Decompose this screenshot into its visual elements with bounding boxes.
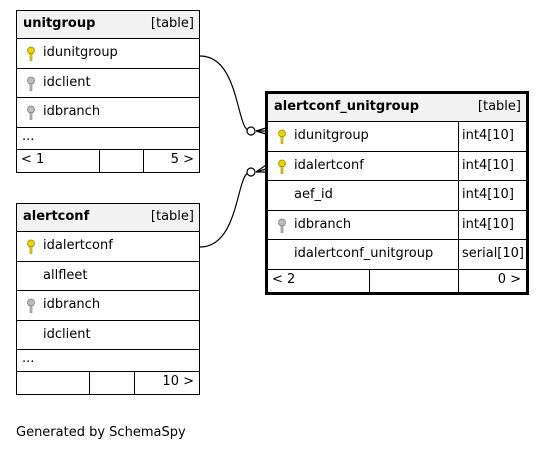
- children-link[interactable]: 10 >: [162, 374, 194, 389]
- foreign-key-icon: [278, 218, 286, 233]
- ellipsis: ...: [22, 128, 35, 144]
- table-alertconf[interactable]: alertconf [table] idalertconf allfleet i…: [16, 203, 200, 395]
- table-name: unitgroup: [23, 16, 96, 31]
- foreign-key-icon: [27, 105, 35, 120]
- column-name: idalertconf: [294, 157, 364, 173]
- column-type: int4[10]: [458, 210, 525, 239]
- table-header[interactable]: unitgroup [table]: [17, 11, 199, 39]
- primary-key-icon: [278, 129, 286, 144]
- column-row[interactable]: idclient: [17, 321, 199, 350]
- generated-by-text: Generated by SchemaSpy: [16, 425, 186, 440]
- table-name: alertconf: [23, 209, 90, 224]
- link-crowfoot: [255, 127, 267, 135]
- column-type: serial[10]: [458, 240, 525, 269]
- column-row[interactable]: idclient: [17, 69, 199, 98]
- table-header[interactable]: alertconf [table]: [17, 204, 199, 232]
- column-row[interactable]: idunitgroup int4[10]: [268, 122, 526, 152]
- table-footer: < 1 5 >: [17, 149, 199, 172]
- column-name: idunitgroup: [294, 128, 369, 143]
- primary-key-icon: [278, 159, 286, 174]
- table-header[interactable]: alertconf_unitgroup [table]: [268, 94, 526, 122]
- children-link[interactable]: 5 >: [170, 151, 194, 167]
- link-crowfoot: [255, 164, 267, 173]
- column-type: int4[10]: [458, 122, 525, 151]
- column-row[interactable]: allfleet: [17, 262, 199, 291]
- table-unitgroup[interactable]: unitgroup [table] idunitgroup idclient i…: [16, 10, 200, 173]
- table-alertconf-unitgroup[interactable]: alertconf_unitgroup [table] idunitgroup …: [265, 91, 529, 295]
- column-row[interactable]: idbranch: [17, 98, 199, 128]
- table-kind: [table]: [150, 16, 194, 31]
- column-row[interactable]: idalertconf: [17, 232, 199, 262]
- link-end-circle: [246, 167, 256, 177]
- column-row[interactable]: aef_id int4[10]: [268, 181, 526, 211]
- foreign-key-icon: [27, 76, 35, 91]
- column-name: idalertconf_unitgroup: [294, 246, 434, 261]
- column-row[interactable]: idbranch int4[10]: [268, 210, 526, 240]
- primary-key-icon: [27, 46, 35, 61]
- column-name: idunitgroup: [43, 45, 118, 60]
- table-name: alertconf_unitgroup: [274, 99, 420, 114]
- link-unitgroup-to-alertconf-unitgroup: [199, 55, 251, 132]
- column-name: idbranch: [43, 104, 101, 119]
- children-link[interactable]: 0 >: [497, 271, 521, 287]
- more-columns[interactable]: ...: [17, 350, 199, 372]
- link-end-circle: [246, 126, 256, 136]
- column-name: idbranch: [294, 216, 352, 232]
- column-name: idclient: [43, 74, 91, 90]
- foreign-key-icon: [27, 298, 35, 313]
- table-kind: [table]: [477, 99, 521, 114]
- table-footer: < 2 0 >: [268, 269, 526, 292]
- column-row[interactable]: idalertconf_unitgroup serial[10]: [268, 240, 526, 270]
- primary-key-icon: [27, 239, 35, 254]
- column-name: idbranch: [43, 297, 101, 312]
- parents-link[interactable]: < 2: [272, 271, 296, 287]
- column-name: aef_id: [294, 187, 333, 202]
- link-alertconf-to-alertconf-unitgroup: [199, 171, 251, 248]
- column-row[interactable]: idbranch: [17, 291, 199, 321]
- column-type: int4[10]: [458, 151, 525, 180]
- column-name: allfleet: [43, 267, 88, 283]
- ellipsis: ...: [22, 351, 35, 366]
- more-columns[interactable]: ...: [17, 128, 199, 150]
- table-kind: [table]: [150, 209, 194, 224]
- column-row[interactable]: idalertconf int4[10]: [268, 151, 526, 181]
- column-name: idclient: [43, 326, 91, 342]
- column-row[interactable]: idunitgroup: [17, 39, 199, 69]
- column-name: idalertconf: [43, 238, 113, 253]
- parents-link[interactable]: < 1: [21, 151, 45, 167]
- table-footer: 10 >: [17, 372, 199, 394]
- column-type: int4[10]: [458, 181, 525, 210]
